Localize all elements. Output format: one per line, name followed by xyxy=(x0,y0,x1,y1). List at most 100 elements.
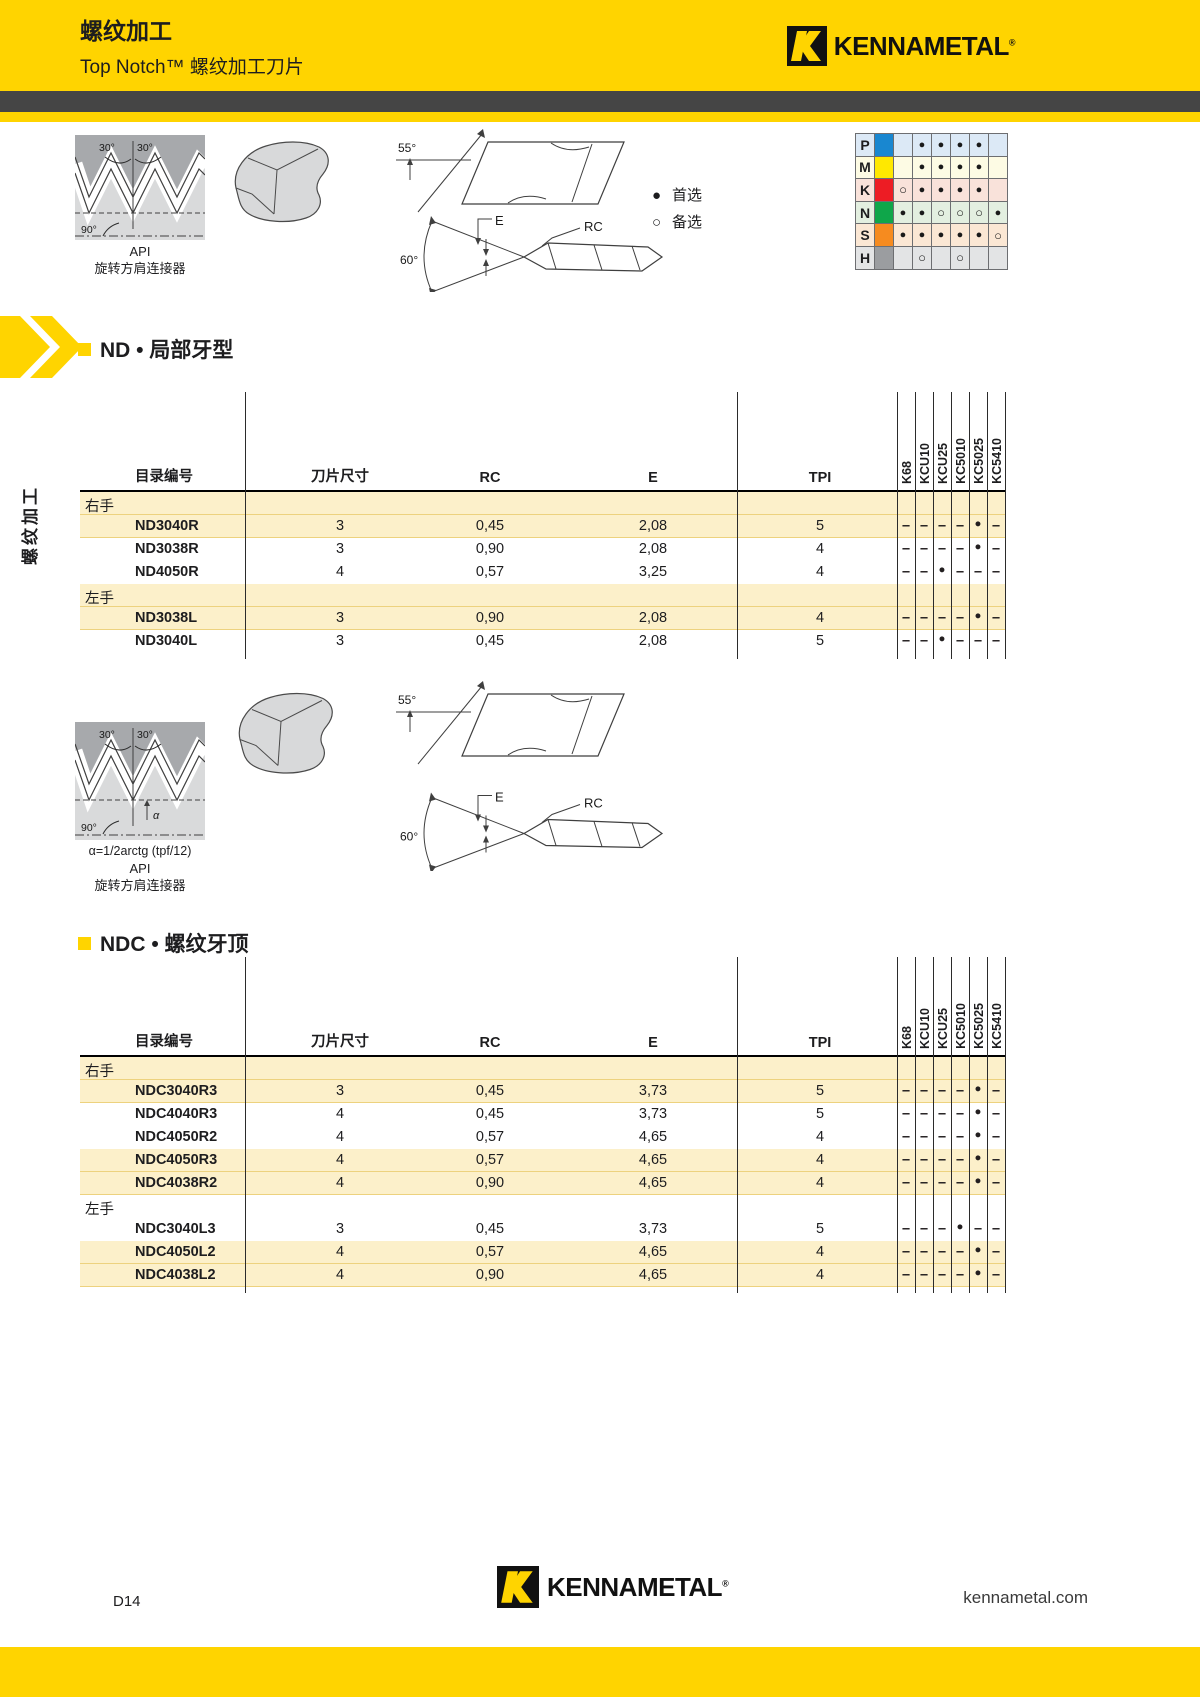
grade-header: KC5010 xyxy=(954,1003,968,1049)
footer-yellow-bar xyxy=(0,1647,1200,1697)
preferred-mark: ● xyxy=(970,179,989,202)
angle-label: 60° xyxy=(400,253,418,267)
grade-dash-mark: – xyxy=(955,610,965,626)
grade-dash-mark: – xyxy=(937,1175,947,1191)
tpi-value: 4 xyxy=(815,541,825,557)
grade-dash-mark: – xyxy=(991,1106,1001,1122)
e-value: 2,08 xyxy=(638,610,668,626)
rc-value: 0,45 xyxy=(475,1106,505,1122)
header-dark-bar xyxy=(0,91,1200,112)
grade-dash-mark: – xyxy=(937,1106,947,1122)
footer-kennametal-logo: KENNAMETAL® xyxy=(497,1566,729,1608)
preferred-mark: ● xyxy=(951,134,970,157)
insert-3d-drawing-2 xyxy=(238,692,333,774)
empty-mark xyxy=(894,246,913,270)
material-grid-row: P●●●● xyxy=(856,134,1008,157)
grade-dash-mark: – xyxy=(955,1267,965,1283)
grade-dash-mark: – xyxy=(991,633,1001,649)
tpi-value: 5 xyxy=(815,1083,825,1099)
grade-preferred-mark: ● xyxy=(974,1152,982,1164)
e-value: 2,08 xyxy=(638,541,668,557)
grade-dash-mark: – xyxy=(937,518,947,534)
preferred-mark: ● xyxy=(913,201,932,225)
alternate-mark: ○ xyxy=(951,201,970,225)
table-group-row: 左手 xyxy=(80,1195,1005,1218)
grade-dash-mark: – xyxy=(937,1267,947,1283)
grade-dash-mark: – xyxy=(901,610,911,626)
tpi-value: 5 xyxy=(815,633,825,649)
grade-dash-mark: – xyxy=(901,541,911,557)
legend-preferred: ●首选 xyxy=(652,182,702,209)
website-link[interactable]: kennametal.com xyxy=(963,1588,1088,1607)
part-number: NDC4050L2 xyxy=(135,1244,216,1260)
preferred-mark: ● xyxy=(970,156,989,180)
rc-value: 0,57 xyxy=(475,1129,505,1145)
grade-dash-mark: – xyxy=(955,518,965,534)
col-header-tpi: TPI xyxy=(808,470,832,486)
section-bullet-icon xyxy=(78,342,91,356)
grade-dash-mark: – xyxy=(919,1083,929,1099)
empty-mark xyxy=(989,134,1008,157)
dimension-rc-label: RC xyxy=(584,796,603,811)
tpi-value: 4 xyxy=(815,1175,825,1191)
page-title: 螺纹加工 xyxy=(80,18,172,44)
grade-preferred-mark: ● xyxy=(974,1267,982,1279)
rc-value: 0,57 xyxy=(475,1244,505,1260)
preferred-mark: ● xyxy=(970,134,989,157)
insert-size-value: 4 xyxy=(335,1129,345,1145)
part-number: NDC3040R3 xyxy=(135,1083,218,1099)
empty-mark xyxy=(989,246,1008,270)
grade-dash-mark: – xyxy=(955,564,965,580)
grade-header: KCU10 xyxy=(918,443,932,484)
insert-tip-diagram-2: E RC 60° xyxy=(400,790,664,871)
kennametal-logo-icon xyxy=(497,1566,539,1608)
grade-dash-mark: – xyxy=(973,564,983,580)
alternate-mark: ○ xyxy=(951,246,970,270)
table-vertical-rule xyxy=(1005,392,1006,659)
tpi-value: 4 xyxy=(815,564,825,580)
grade-dash-mark: – xyxy=(901,1244,911,1260)
grade-dash-mark: – xyxy=(919,633,929,649)
brand-wordmark: KENNAMETAL® xyxy=(833,30,1016,61)
grade-dash-mark: – xyxy=(991,1129,1001,1145)
grade-header: KCU25 xyxy=(936,443,950,484)
rc-value: 0,57 xyxy=(475,564,505,580)
grade-header: KC5410 xyxy=(990,1003,1004,1049)
material-class-label: S xyxy=(856,224,875,247)
col-header-e: E xyxy=(648,1035,658,1051)
rc-value: 0,90 xyxy=(475,1267,505,1283)
grade-dash-mark: – xyxy=(937,541,947,557)
grade-preferred-mark: ● xyxy=(974,518,982,530)
grade-dash-mark: – xyxy=(901,1106,911,1122)
e-value: 4,65 xyxy=(638,1267,668,1283)
legend-alternate-label: 备选 xyxy=(672,214,703,231)
grade-preferred-mark: ● xyxy=(956,1221,964,1233)
hand-group-label: 右手 xyxy=(85,499,114,515)
preferred-mark: ● xyxy=(989,201,1008,225)
insert-tip-diagram-1: E RC 60° xyxy=(400,213,664,292)
material-class-label: P xyxy=(856,134,875,157)
grade-preferred-mark: ● xyxy=(974,1083,982,1095)
caption-api: API xyxy=(129,861,151,876)
preferred-mark: ● xyxy=(913,224,932,247)
grade-dash-mark: – xyxy=(991,518,1001,534)
insert-size-value: 3 xyxy=(335,1083,345,1099)
grade-preferred-mark: ● xyxy=(974,610,982,622)
rc-value: 0,45 xyxy=(475,1221,505,1237)
e-value: 3,25 xyxy=(638,564,668,580)
section-bullet-icon xyxy=(78,936,91,950)
page-header: 螺纹加工 Top Notch™ 螺纹加工刀片 KENNAMETAL® xyxy=(0,0,1200,91)
grade-dash-mark: – xyxy=(937,1083,947,1099)
preferred-mark: ● xyxy=(932,179,951,202)
material-grid-row: S●●●●●○ xyxy=(856,224,1008,247)
grade-dash-mark: – xyxy=(991,1221,1001,1237)
part-number: ND3038L xyxy=(135,610,198,626)
angle-label: 90° xyxy=(81,224,97,236)
preferred-mark: ● xyxy=(913,179,932,202)
grade-dash-mark: – xyxy=(919,518,929,534)
